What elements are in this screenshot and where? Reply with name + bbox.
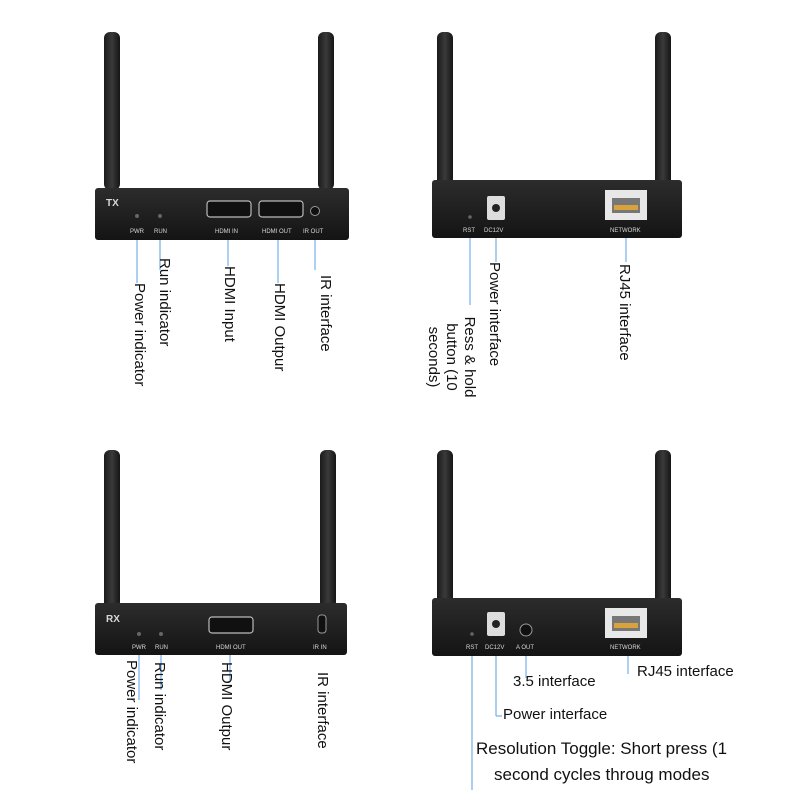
network-port-label: NETWORK (610, 645, 641, 651)
hdmi-in-port (206, 200, 252, 218)
antenna-left (104, 32, 120, 190)
aout-port (519, 623, 533, 637)
antenna-right (318, 32, 334, 190)
hdmi-out-port-label: HDMI OUT (262, 229, 292, 235)
tx-hdmi-output-label: HDMI Outpur (271, 283, 288, 372)
dc-port-hole (492, 620, 500, 628)
rx-back-leaders (471, 656, 629, 790)
tx-power-indicator-label: Power indicator (131, 283, 148, 387)
tx-ir-interface-label: IR interface (317, 275, 334, 352)
rx-ir-interface-label: IR interface (314, 672, 331, 749)
run-port-label: RUN (154, 229, 167, 235)
pwr-led (135, 214, 139, 218)
rst-button (470, 632, 474, 636)
rst-port-label: RST (463, 228, 475, 234)
rst-port-label: RST (466, 645, 478, 651)
antenna-right (655, 450, 671, 608)
ir-in-port (317, 614, 327, 634)
tx-badge: TX (106, 198, 119, 209)
rx-rj45-interface-label: RJ45 interface (637, 663, 734, 680)
rst-button (468, 215, 472, 219)
rj45-pins (614, 205, 638, 210)
pwr-port-label: PWR (130, 229, 145, 235)
antenna-right (655, 32, 671, 190)
antenna-left (437, 450, 453, 608)
rx-hdmi-output-label: HDMI Outpur (218, 662, 235, 751)
ir-in-port-label: IR IN (313, 645, 327, 651)
hdmi-out-port (208, 616, 254, 634)
aout-port-label: A OUT (516, 645, 534, 651)
ir-out-port-label: IR OUT (303, 229, 324, 235)
run-port-label: RUN (155, 645, 168, 651)
network-port-label: NETWORK (610, 228, 641, 234)
tx-rj45-interface-label: RJ45 interface (616, 264, 633, 361)
rx-badge: RX (106, 614, 120, 625)
tx-front-unit: TX PWR RUN HDMI IN HDMI OUT IR OUT (95, 32, 349, 240)
antenna-left (104, 450, 120, 608)
tx-back-unit: RST DC12V NETWORK (432, 32, 682, 238)
tx-front-leaders (136, 240, 316, 283)
tx-run-indicator-label: Run indicator (156, 258, 173, 347)
dc-port-hole (492, 204, 500, 212)
hdmi-in-port-label: HDMI IN (215, 229, 238, 235)
tx-back-leaders (469, 238, 627, 305)
antenna-right (320, 450, 336, 608)
ir-out-port (310, 206, 320, 216)
rx-toggle-label-line2: second cycles throug modes (494, 765, 710, 784)
run-led (158, 214, 162, 218)
rx-power-interface-label: Power interface (503, 706, 608, 723)
pwr-port-label: PWR (132, 645, 147, 651)
antenna-left (437, 32, 453, 190)
rj45-pins (614, 623, 638, 628)
run-led (159, 632, 163, 636)
rx-back-unit: RST DC12V A OUT NETWORK (432, 450, 682, 656)
rx-audio-interface-label: 3.5 interface (513, 673, 596, 690)
rx-power-indicator-label: Power indicator (123, 660, 140, 764)
dc-port-label: DC12V (484, 228, 503, 234)
rx-front-leaders (138, 655, 231, 700)
rx-front-unit: RX PWR RUN HDMI OUT IR IN (95, 450, 347, 655)
tx-power-interface-label: Power interface (486, 262, 503, 367)
dc-port-label: DC12V (485, 645, 504, 651)
tx-hdmi-input-label: HDMI Input (221, 266, 238, 342)
hdmi-out-port (258, 200, 304, 218)
pwr-led (137, 632, 141, 636)
rx-run-indicator-label: Run indicator (151, 662, 168, 751)
hdmi-out-port-label: HDMI OUT (216, 645, 246, 651)
rx-toggle-label-line1: Resolution Toggle: Short press (1 (476, 739, 728, 758)
tx-reset-label: Ress & hold button (10 seconds) (425, 316, 478, 398)
